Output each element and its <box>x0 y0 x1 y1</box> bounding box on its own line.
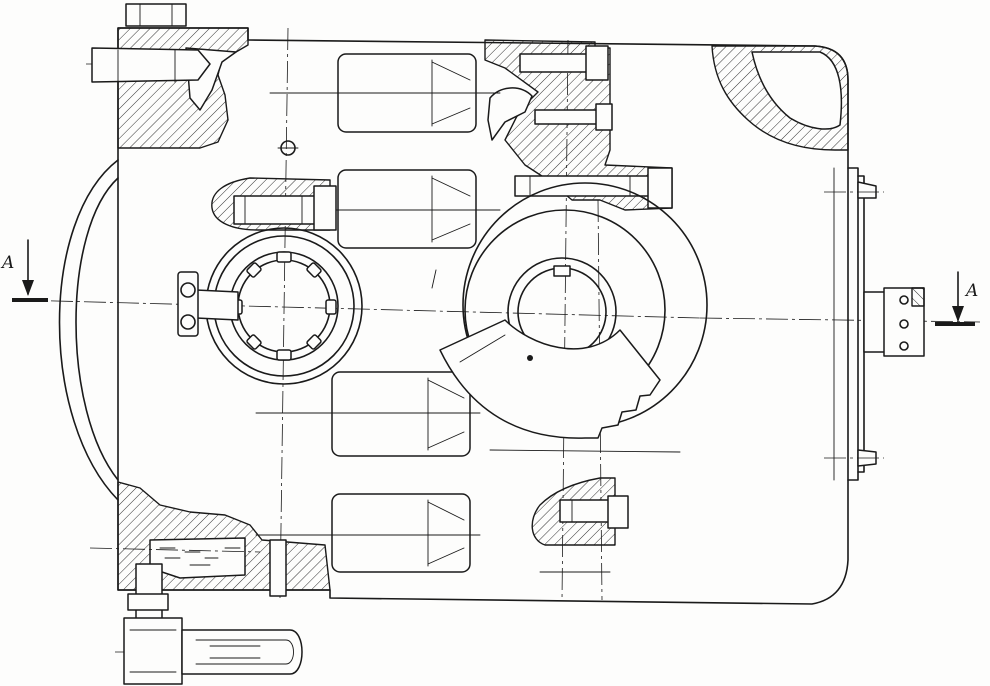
inner-boss-bolt <box>233 185 337 231</box>
gear-block-3 <box>255 371 481 457</box>
oil-level-marks <box>159 547 241 566</box>
top-middle-bolts <box>514 45 673 209</box>
section-label-left: A <box>0 253 14 273</box>
pencil-mark <box>431 269 437 289</box>
drain-plug <box>123 539 303 685</box>
gear-blocks <box>255 53 501 573</box>
bottom-right-bolt <box>559 495 629 529</box>
section-mark-left: A <box>0 239 48 302</box>
top-left-bolt <box>91 3 211 83</box>
gear-block-1 <box>269 53 501 133</box>
right-cover-parts <box>824 181 925 467</box>
section-label-right: A <box>964 281 978 301</box>
section-mark-right: A <box>935 271 978 326</box>
oil-hole <box>277 140 299 156</box>
reference-lines <box>489 449 681 573</box>
hatched-sections <box>117 27 849 591</box>
right-gear-assembly <box>439 182 708 439</box>
left-bearing-assembly <box>177 227 363 385</box>
gear-block-4 <box>255 493 481 573</box>
